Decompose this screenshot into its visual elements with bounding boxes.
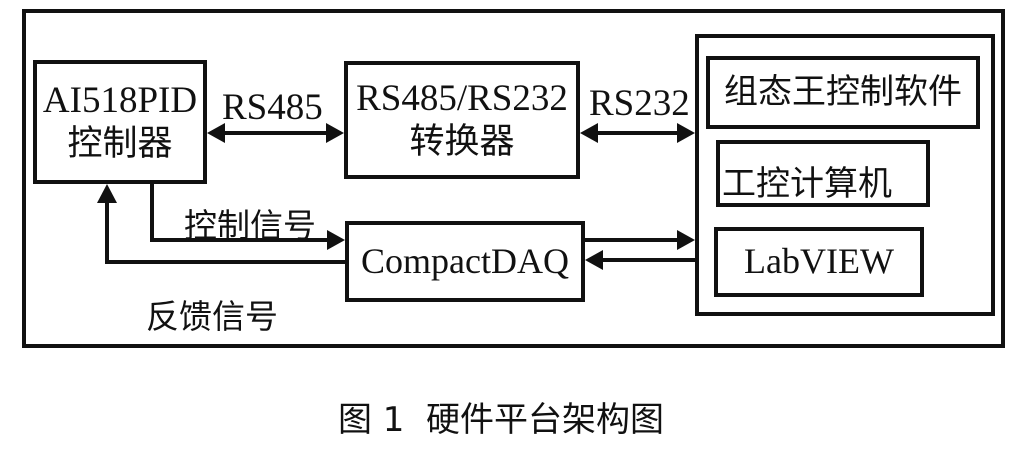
industrial-pc-node: 工控计算机 <box>716 140 930 207</box>
industrial-pc-label: 工控计算机 <box>722 164 892 204</box>
figure-caption: 图 1 硬件平台架构图 <box>338 400 665 440</box>
controller-node: AI518PID 控制器 <box>33 60 207 184</box>
rs485-arrowhead-right <box>326 123 344 143</box>
pc-to-daq-arrowhead <box>585 250 603 270</box>
control-signal-arrowhead <box>327 230 345 250</box>
daq-node: CompactDAQ <box>345 221 585 302</box>
rs485-arrowhead-left <box>207 123 225 143</box>
converter-model-label: RS485/RS232 <box>356 77 568 119</box>
converter-node: RS485/RS232 转换器 <box>344 61 580 179</box>
daq-label: CompactDAQ <box>361 240 569 281</box>
feedback-signal-label: 反馈信号 <box>146 297 278 336</box>
host-software-label: 组态王控制软件 <box>724 71 962 112</box>
control-signal-line <box>150 184 327 242</box>
controller-type-label: 控制器 <box>67 124 173 165</box>
control-signal-label: 控制信号 <box>184 206 316 245</box>
labview-label: LabVIEW <box>744 241 894 282</box>
host-software-node: 组态王控制软件 <box>706 56 980 129</box>
rs232-arrowhead-right <box>677 123 695 143</box>
feedback-signal-line <box>105 200 345 264</box>
labview-node: LabVIEW <box>714 227 924 297</box>
pc-group <box>695 34 995 316</box>
converter-type-label: 转换器 <box>409 122 515 163</box>
rs232-label: RS232 <box>589 83 690 124</box>
feedback-signal-arrowhead <box>97 184 117 203</box>
controller-model-label: AI518PID <box>42 79 198 121</box>
daq-to-pc-arrowhead <box>677 230 695 250</box>
outer-frame <box>22 9 1005 348</box>
rs485-label: RS485 <box>222 87 323 128</box>
rs232-arrowhead-left <box>580 123 598 143</box>
